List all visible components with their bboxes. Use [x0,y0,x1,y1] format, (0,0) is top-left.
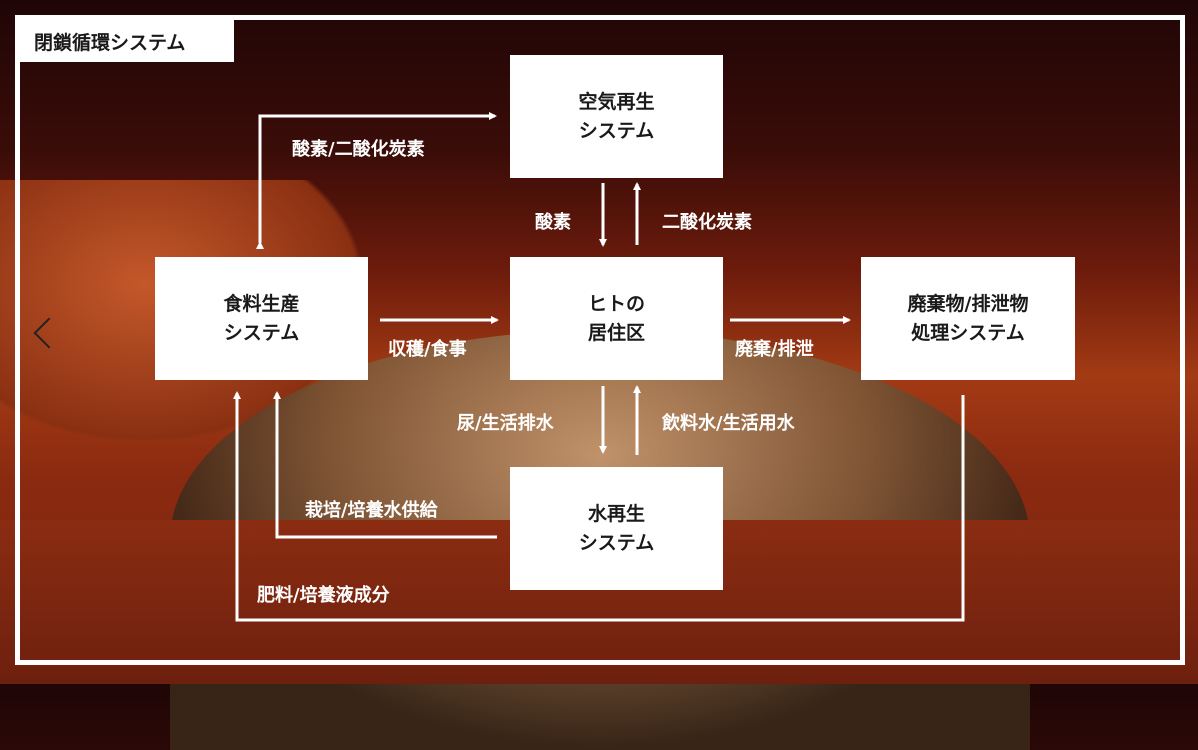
label-human-to-air: 二酸化炭素 [662,212,752,233]
box-line: システム [223,321,300,344]
label-water-to-human: 飲料水/生活用水 [662,413,795,434]
food-production-box: 食料生産 システム [155,257,368,380]
waste-processing-box: 廃棄物/排泄物 処理システム [861,257,1075,380]
box-line: 処理システム [911,321,1025,344]
label-food-to-human: 収穫/食事 [388,339,467,360]
water-regeneration-box: 水再生 システム [510,467,723,590]
label-water-to-food: 栽培/培養水供給 [305,500,438,521]
box-line: 食料生産 [223,292,300,315]
label-human-to-water: 尿/生活排水 [457,413,554,434]
box-line: 水再生 [587,502,645,525]
arrow-food-air [256,112,497,249]
diagram-title: 閉鎖循環システム [20,20,234,62]
box-line: システム [578,531,655,554]
air-regeneration-box: 空気再生 システム [510,55,723,178]
arrow-water-to-food [273,391,497,539]
label-human-to-waste: 廃棄/排泄 [735,339,814,360]
box-line: 廃棄物/排泄物 [907,292,1029,315]
human-habitat-box: ヒトの 居住区 [510,257,723,380]
flow-arrows [233,112,965,622]
label-food-air: 酸素/二酸化炭素 [292,139,425,160]
box-line: システム [578,119,655,142]
arrow-waste-to-food [233,391,965,622]
box-line: ヒトの [587,292,645,315]
box-line: 空気再生 [578,90,655,113]
diagram-frame [15,15,1185,665]
label-air-to-human: 酸素 [535,212,571,233]
box-line: 居住区 [587,321,645,344]
label-waste-to-food: 肥料/培養液成分 [257,585,390,606]
